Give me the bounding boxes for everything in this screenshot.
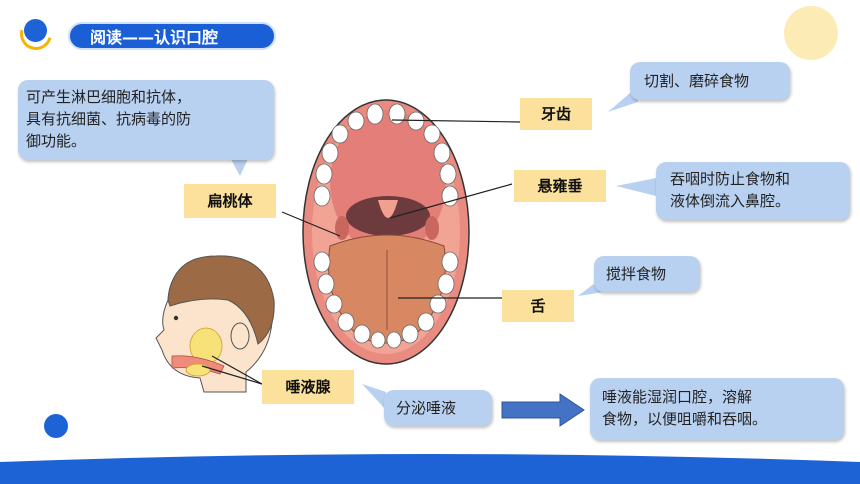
callout-line: 搅拌食物: [606, 265, 667, 283]
callout-line: 切割、磨碎食物: [644, 72, 750, 90]
label-tongue: 舌: [502, 290, 574, 322]
leader-lines: [201, 119, 521, 385]
callout-saliva-function: 唾液能湿润口腔，溶解 食物，以便咀嚼和吞咽。: [590, 378, 844, 440]
callout-teeth-function: 切割、磨碎食物: [630, 62, 790, 100]
decor-dot-blue-bottom: [44, 414, 68, 438]
callout-uvula-function: 吞咽时防止食物和 液体倒流入鼻腔。: [656, 162, 850, 220]
label-salivary-gland: 唾液腺: [262, 370, 354, 404]
callout-line: 具有抗细菌、抗病毒的防: [26, 110, 192, 128]
mouth-illustration: [302, 99, 470, 365]
callout-tail-gland: [362, 384, 386, 410]
callout-tail-uvula: [616, 178, 656, 196]
callout-line: 可产生淋巴细胞和抗体，: [26, 88, 192, 106]
page-title: 阅读——认识口腔: [68, 22, 276, 50]
label-teeth: 牙齿: [520, 98, 592, 130]
callout-line: 御功能。: [26, 132, 87, 150]
footer-wave: [0, 454, 860, 484]
child-head-illustration: [155, 255, 275, 393]
arrow-to-saliva-box: [501, 393, 585, 427]
callout-line: 唾液能湿润口腔，溶解: [602, 388, 753, 406]
decor-dot-blue-top: [24, 19, 47, 42]
callout-line: 吞咽时防止食物和: [670, 170, 791, 188]
callout-tongue-function: 搅拌食物: [594, 256, 700, 292]
callout-line: 食物，以便咀嚼和吞咽。: [602, 410, 768, 428]
callout-line: 分泌唾液: [396, 399, 457, 417]
label-tonsil: 扁桃体: [184, 184, 276, 218]
decor-sun-circle: [784, 6, 838, 60]
callout-tonsil-function: 可产生淋巴细胞和抗体， 具有抗细菌、抗病毒的防 御功能。: [18, 80, 274, 160]
label-uvula: 悬雍垂: [514, 170, 606, 202]
callout-gland-function: 分泌唾液: [384, 390, 492, 426]
callout-line: 液体倒流入鼻腔。: [670, 192, 791, 210]
